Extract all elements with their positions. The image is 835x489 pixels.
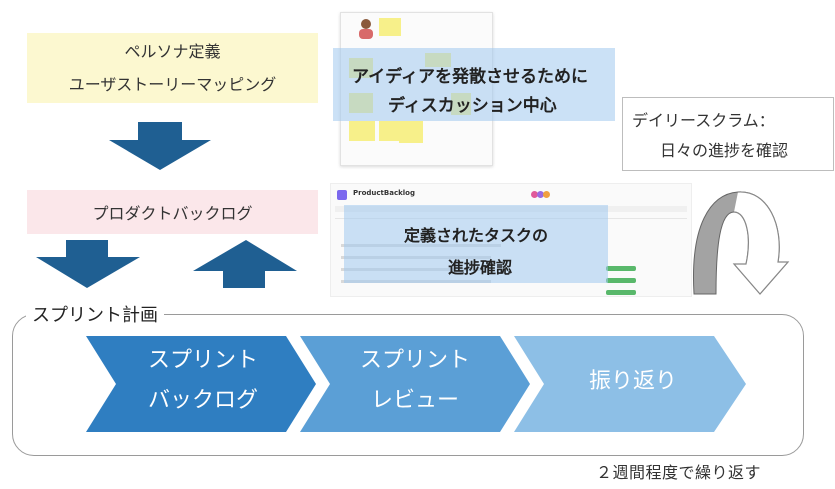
persona-box: ペルソナ定義 ユーザストーリーマッピング — [27, 33, 318, 103]
app-title: ProductBacklog — [353, 189, 415, 197]
repeat-note: ２週間程度で繰り返す — [596, 463, 762, 482]
chevron-sprint-review-label: スプリント レビュー — [340, 341, 490, 421]
chevron-sprint-backlog — [86, 336, 316, 432]
backlog-overlay-line1: 定義されたタスクの — [404, 226, 549, 245]
backlog-highlight — [344, 205, 608, 283]
sticky-note — [379, 18, 401, 36]
chevron-line: スプリント — [147, 348, 258, 373]
persona-line: ペルソナ定義 — [124, 42, 221, 61]
chevron-line: レビュー — [370, 388, 459, 413]
app-logo-icon — [337, 190, 347, 200]
chevron-retrospective — [514, 336, 746, 432]
chevron-line: スプリント — [359, 348, 470, 373]
backlog-overlay-line2: 進捗確認 — [448, 258, 513, 277]
status-badge — [606, 290, 636, 295]
chevron-line: 振り返り — [588, 369, 677, 394]
up-arrow-icon — [193, 240, 297, 288]
product-backlog-box: プロダクトバックログ — [27, 190, 318, 234]
sticky-note — [399, 121, 423, 143]
user-story-mapping-line: ユーザストーリーマッピング — [68, 75, 277, 94]
product-backlog-label: プロダクトバックログ — [92, 204, 253, 223]
chevron-line: バックログ — [147, 388, 258, 413]
board-highlight — [333, 48, 615, 121]
sticky-note — [379, 121, 399, 141]
daily-scrum-box — [622, 97, 834, 171]
board-overlay-line1: アイディアを発散させるために — [352, 67, 588, 87]
sprint-planning-label: スプリント計画 — [26, 301, 164, 327]
chevron-sprint-review — [300, 336, 530, 432]
chevron-sprint-backlog-label: スプリント バックログ — [128, 341, 278, 421]
sprint-chevron-flow — [86, 336, 746, 432]
sticky-note — [349, 121, 375, 141]
down-arrow-icon — [36, 240, 140, 288]
daily-scrum-desc: 日々の進捗を確認 — [660, 141, 789, 160]
daily-scrum-title: デイリースクラム： — [632, 111, 775, 130]
chevron-retrospective-label: 振り返り — [558, 362, 708, 402]
down-arrow-icon — [109, 122, 211, 170]
avatar-icon — [359, 19, 373, 39]
user-avatar — [531, 191, 538, 198]
cycle-arrow-icon — [692, 191, 790, 295]
user-avatar — [537, 191, 544, 198]
sprint-planning-frame — [12, 314, 804, 456]
board-overlay-line2: ディスカッション中心 — [388, 96, 557, 116]
user-avatar — [543, 191, 550, 198]
status-badge — [606, 266, 636, 271]
status-badge — [606, 278, 636, 283]
